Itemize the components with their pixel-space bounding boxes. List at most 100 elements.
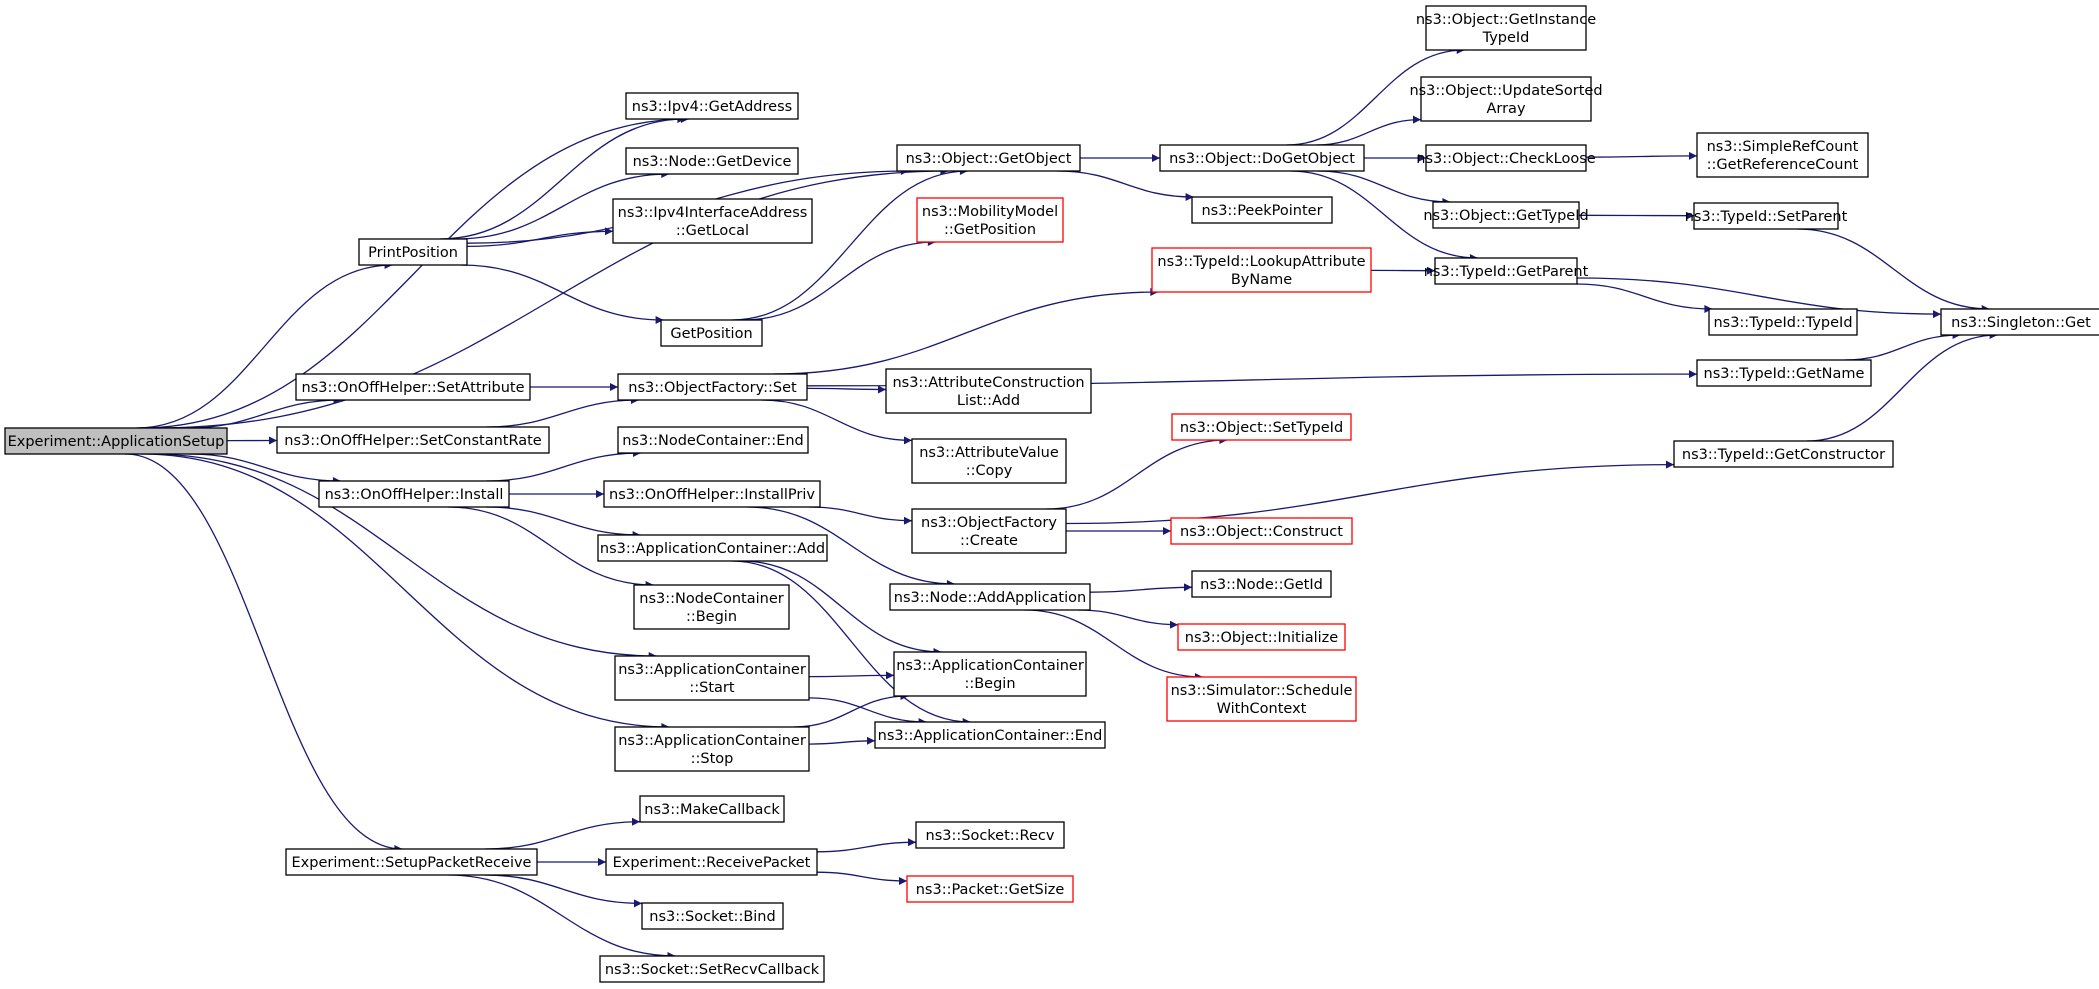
node-box-obj_dogetobject: [1159, 144, 1365, 172]
node-box-of_set: [617, 373, 808, 401]
edge-of_set-to-attrcons_add: [806, 385, 887, 394]
node-label-typeid_lookupattr-line-0: ns3::TypeId::LookupAttribute: [1157, 254, 1365, 270]
node-label-nc_end-line-0: ns3::NodeContainer::End: [622, 433, 804, 449]
node-socket_recv[interactable]: ns3::Socket::Recv: [915, 821, 1065, 849]
node-box-ac_begin: [893, 651, 1087, 697]
node-label-simplerefcount-line-0: ns3::SimpleRefCount: [1707, 139, 1859, 155]
node-box-typeid_getconstructor: [1673, 440, 1894, 468]
node-label-obj_getinstancetypeid-line-0: ns3::Object::GetInstance: [1416, 12, 1596, 28]
node-label-obj_construct-line-0: ns3::Object::Construct: [1180, 524, 1343, 540]
node-box-node_getdevice: [625, 147, 799, 175]
edge-onoff_installpriv-to-of_create: [809, 506, 913, 525]
edge-ac_add-to-ac_end: [731, 560, 971, 726]
node-label-mobility_getpos-line-1: ::GetPosition: [944, 222, 1036, 238]
node-label-typeid_getconstructor-line-0: ns3::TypeId::GetConstructor: [1682, 447, 1885, 463]
node-obj_checkloose[interactable]: ns3::Object::CheckLoose: [1416, 144, 1596, 172]
node-printpos[interactable]: PrintPosition: [358, 238, 468, 266]
node-node_getdevice[interactable]: ns3::Node::GetDevice: [625, 147, 799, 175]
node-attrval_copy[interactable]: ns3::AttributeValue::Copy: [911, 438, 1067, 484]
node-obj_dogetobject[interactable]: ns3::Object::DoGetObject: [1159, 144, 1365, 172]
edge-onoff_setconst-to-of_set: [486, 396, 640, 428]
node-label-ac_begin-line-0: ns3::ApplicationContainer: [896, 658, 1084, 674]
edge-exp_recvpacket-to-packet_getsize: [816, 871, 908, 885]
edge-ac_start-to-ac_begin: [808, 671, 895, 680]
node-label-root-line-0: Experiment::ApplicationSetup: [8, 434, 225, 450]
node-label-nc_begin-line-1: ::Begin: [686, 609, 737, 625]
node-box-typeid_typeid: [1708, 308, 1858, 336]
node-node_getid[interactable]: ns3::Node::GetId: [1191, 570, 1332, 598]
node-typeid_getname[interactable]: ns3::TypeId::GetName: [1696, 359, 1872, 387]
node-of_set[interactable]: ns3::ObjectFactory::Set: [617, 373, 808, 401]
node-label-obj_updatesorted-line-1: Array: [1486, 101, 1525, 117]
node-box-printpos: [358, 238, 468, 266]
node-typeid_typeid[interactable]: ns3::TypeId::TypeId: [1708, 308, 1858, 336]
node-onoff_setattr[interactable]: ns3::OnOffHelper::SetAttribute: [295, 373, 531, 401]
node-onoff_install[interactable]: ns3::OnOffHelper::Install: [318, 480, 510, 508]
node-getposition[interactable]: GetPosition: [660, 319, 763, 347]
node-box-exp_recvpacket: [605, 848, 818, 876]
node-typeid_setparent[interactable]: ns3::TypeId::SetParent: [1685, 202, 1848, 230]
node-box-obj_getinstancetypeid: [1425, 5, 1587, 51]
node-ac_start[interactable]: ns3::ApplicationContainer::Start: [614, 655, 810, 701]
node-ipv4_getaddr[interactable]: ns3::Ipv4::GetAddress: [625, 92, 799, 120]
node-of_create[interactable]: ns3::ObjectFactory::Create: [911, 508, 1067, 554]
node-label-obj_gettypeid-line-0: ns3::Object::GetTypeId: [1423, 208, 1588, 224]
node-label-getposition-line-0: GetPosition: [670, 326, 752, 342]
edge-printpos-to-ipv4if_getlocal: [466, 227, 614, 248]
node-obj_construct[interactable]: ns3::Object::Construct: [1170, 517, 1353, 545]
node-obj_gettypeid[interactable]: ns3::Object::GetTypeId: [1423, 201, 1589, 229]
node-box-socket_bind: [641, 902, 784, 930]
node-label-sim_schedulectx-line-1: WithContext: [1217, 701, 1307, 717]
node-nc_begin[interactable]: ns3::NodeContainer::Begin: [633, 584, 790, 630]
node-label-obj_settypeid-line-0: ns3::Object::SetTypeId: [1180, 420, 1343, 436]
node-socket_setrecvcb[interactable]: ns3::Socket::SetRecvCallback: [599, 955, 825, 983]
node-box-ac_stop: [614, 726, 810, 772]
node-label-ac_start-line-0: ns3::ApplicationContainer: [618, 662, 806, 678]
node-obj_getobject[interactable]: ns3::Object::GetObject: [896, 144, 1081, 172]
node-ipv4if_getlocal[interactable]: ns3::Ipv4InterfaceAddress::GetLocal: [612, 198, 813, 244]
node-simplerefcount[interactable]: ns3::SimpleRefCount::GetReferenceCount: [1696, 132, 1869, 178]
node-box-onoff_installpriv: [603, 480, 821, 508]
edge-node_addapp-to-sim_schedulectx: [1024, 609, 1203, 681]
node-node_addapp[interactable]: ns3::Node::AddApplication: [889, 583, 1091, 611]
edge-obj_getobject-to-peekpointer: [1056, 170, 1194, 201]
node-box-makecallback: [639, 795, 785, 823]
node-box-mobility_getpos: [916, 197, 1064, 243]
node-ac_add[interactable]: ns3::ApplicationContainer::Add: [597, 534, 828, 562]
node-onoff_installpriv[interactable]: ns3::OnOffHelper::InstallPriv: [603, 480, 821, 508]
node-obj_settypeid[interactable]: ns3::Object::SetTypeId: [1171, 413, 1352, 441]
nodes-layer: Experiment::ApplicationSetup PrintPositio…: [4, 5, 2099, 983]
node-ac_stop[interactable]: ns3::ApplicationContainer::Stop: [614, 726, 810, 772]
node-packet_getsize[interactable]: ns3::Packet::GetSize: [906, 875, 1074, 903]
node-setuprecv[interactable]: Experiment::SetupPacketReceive: [285, 848, 538, 876]
node-label-ipv4if_getlocal-line-1: ::GetLocal: [676, 223, 749, 239]
node-label-obj_updatesorted-line-0: ns3::Object::UpdateSorted: [1409, 83, 1602, 99]
edge-root-to-setuprecv: [125, 453, 403, 853]
node-box-typeid_getname: [1696, 359, 1872, 387]
node-root[interactable]: Experiment::ApplicationSetup: [4, 427, 228, 455]
node-nc_end[interactable]: ns3::NodeContainer::End: [617, 426, 809, 454]
node-box-obj_updatesorted: [1420, 76, 1592, 122]
node-mobility_getpos[interactable]: ns3::MobilityModel::GetPosition: [916, 197, 1064, 243]
node-socket_bind[interactable]: ns3::Socket::Bind: [641, 902, 784, 930]
node-label-attrval_copy-line-1: ::Copy: [966, 463, 1013, 479]
node-box-singleton_get: [1940, 308, 2099, 336]
node-label-of_create-line-0: ns3::ObjectFactory: [921, 515, 1057, 531]
node-singleton_get[interactable]: ns3::Singleton::Get: [1940, 308, 2099, 336]
node-obj_initialize[interactable]: ns3::Object::Initialize: [1177, 623, 1346, 651]
node-exp_recvpacket[interactable]: Experiment::ReceivePacket: [605, 848, 818, 876]
node-peekpointer[interactable]: ns3::PeekPointer: [1191, 196, 1333, 224]
node-typeid_getparent[interactable]: ns3::TypeId::GetParent: [1424, 257, 1589, 285]
node-typeid_getconstructor[interactable]: ns3::TypeId::GetConstructor: [1673, 440, 1894, 468]
node-ac_end[interactable]: ns3::ApplicationContainer::End: [874, 721, 1106, 749]
node-ac_begin[interactable]: ns3::ApplicationContainer::Begin: [893, 651, 1087, 697]
node-makecallback[interactable]: ns3::MakeCallback: [639, 795, 785, 823]
node-onoff_setconst[interactable]: ns3::OnOffHelper::SetConstantRate: [276, 426, 550, 454]
node-label-onoff_setconst-line-0: ns3::OnOffHelper::SetConstantRate: [284, 433, 542, 449]
edge-root-to-ipv4_getaddr: [139, 115, 689, 429]
